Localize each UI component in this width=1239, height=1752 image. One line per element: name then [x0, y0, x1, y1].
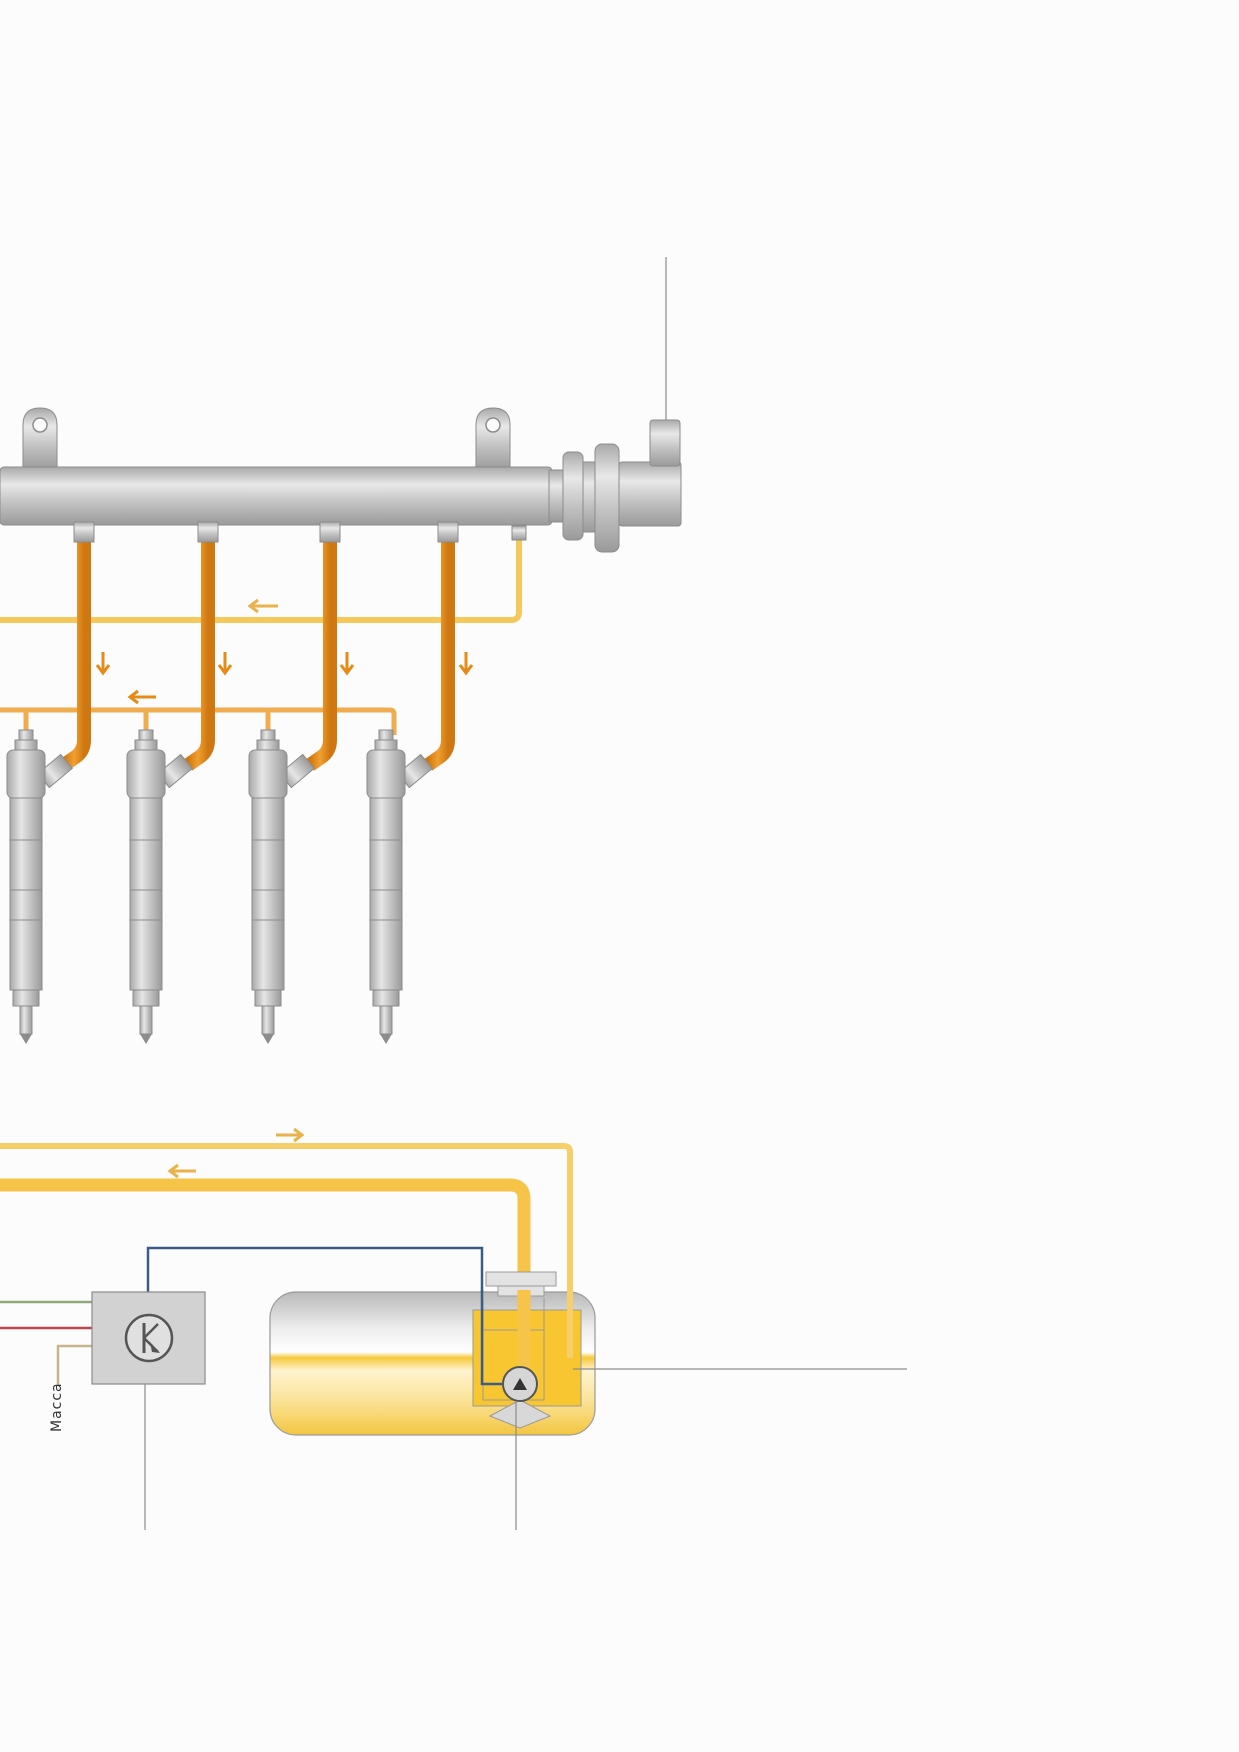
common-rail [0, 407, 682, 553]
wire-tan [56, 1344, 92, 1385]
flow-arrow-supply [167, 1163, 196, 1179]
flow-arrows-high-pressure [95, 652, 474, 676]
return-line-injectors [0, 707, 397, 735]
injector [6, 729, 73, 1044]
control-wire-blue-tank [480, 1290, 505, 1386]
flow-arrow-return-rail [247, 598, 278, 614]
injector [126, 729, 193, 1044]
fuel-return-line [0, 1143, 573, 1330]
return-line-rail [0, 535, 522, 623]
injector [366, 729, 433, 1044]
high-pressure-pipes [59, 540, 455, 771]
pump-control-unit [91, 1291, 206, 1385]
fuel-supply-line [0, 1178, 531, 1320]
injector [248, 729, 315, 1044]
transistor-icon [124, 1313, 174, 1363]
flow-arrow-return [276, 1127, 305, 1143]
ground-label: Macca [49, 1382, 65, 1432]
injectors [6, 729, 433, 1044]
flow-arrow-injector-return [127, 689, 156, 705]
pump-triangle-icon [502, 1366, 538, 1402]
